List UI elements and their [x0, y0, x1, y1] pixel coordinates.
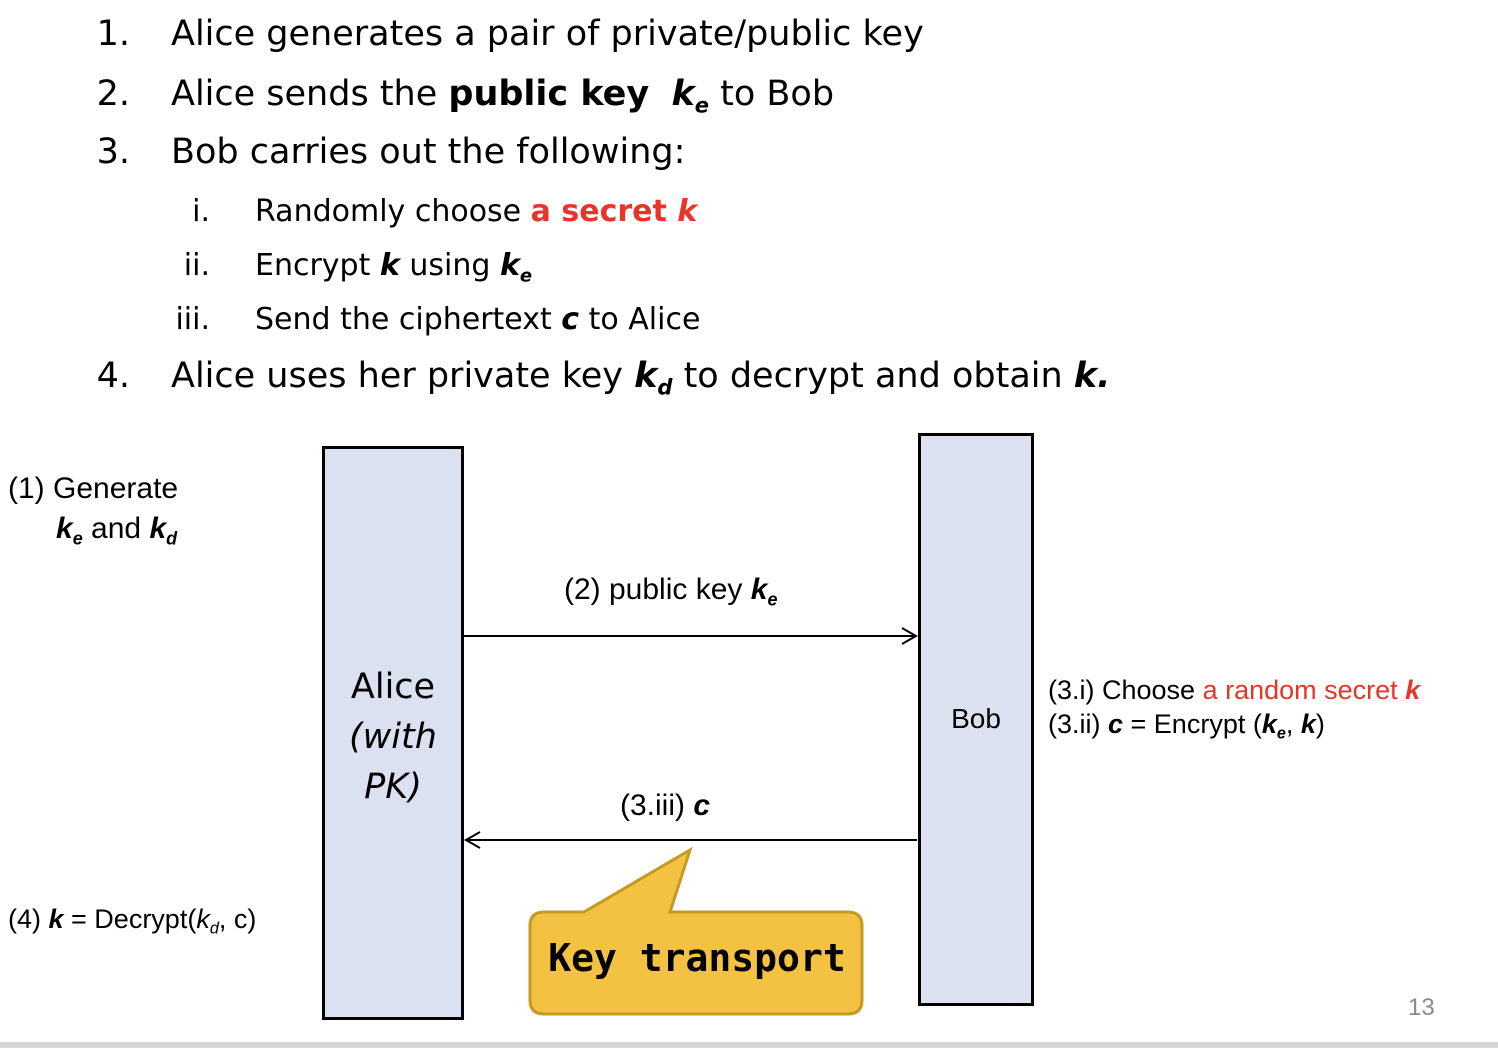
key-transport-label: Key transport: [548, 936, 846, 980]
alice-label: Alice (with PK): [349, 667, 437, 807]
key-transport-callout: [528, 846, 864, 1016]
generate-note-line1: (1) Generate: [8, 472, 179, 505]
arrow-public-key: [464, 627, 919, 645]
generate-note-line2: ke and kd: [56, 512, 178, 549]
page-number: 13: [1408, 994, 1435, 1021]
alice-lifeline: [322, 446, 464, 1020]
msg-ciphertext-label: (3.iii) c: [620, 789, 711, 822]
bob-lifeline: [918, 433, 1034, 1006]
decrypt-note: (4) k = Decrypt(kd, c): [8, 904, 257, 938]
arrow-ciphertext: [463, 831, 917, 849]
bob-label: Bob: [951, 703, 1001, 734]
msg-public-key-label: (2) public key ke: [564, 573, 778, 610]
bottom-divider: [0, 1042, 1498, 1048]
bob-note-encrypt: (3.ii) c = Encrypt (ke, k): [1048, 709, 1325, 743]
bob-note-choose: (3.i) Choose a random secret k: [1048, 675, 1421, 705]
